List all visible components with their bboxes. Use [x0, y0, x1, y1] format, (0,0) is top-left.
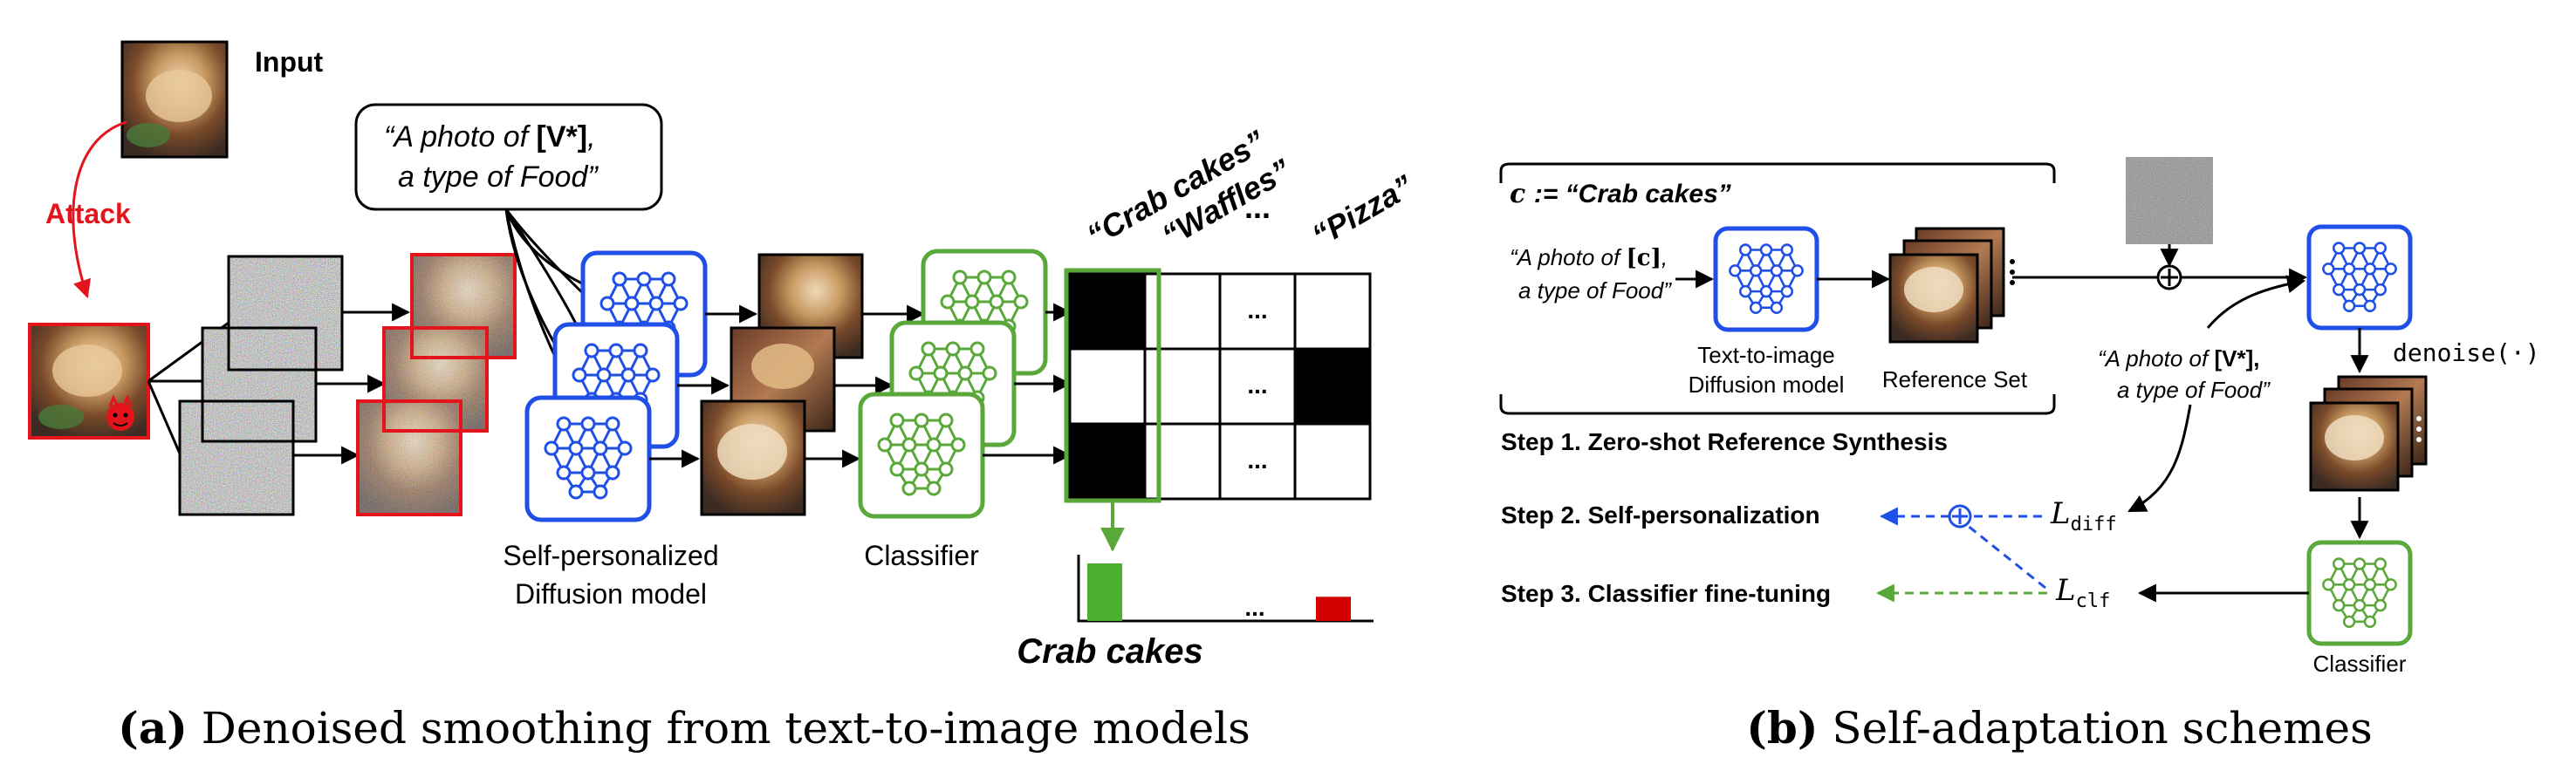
attack-label: Attack — [45, 198, 131, 229]
prompt-b2-token: [V*] — [2214, 345, 2253, 372]
reference-set-label: Reference Set — [1882, 366, 2028, 392]
vote-cell — [1143, 422, 1222, 501]
svg-text:Ldiff: Ldiff — [2050, 496, 2117, 535]
vote-cell — [1293, 347, 1372, 426]
input-image — [120, 40, 229, 159]
attacked-image — [28, 323, 150, 440]
classifier-b — [2306, 540, 2413, 646]
loss-diff-symbol: L — [2050, 496, 2071, 531]
column-header: ... — [1244, 189, 1271, 225]
step1-bottom-bracket — [1499, 394, 2056, 415]
input-label: Input — [255, 46, 324, 78]
prompt-a-line2: a type of Food” — [398, 160, 599, 194]
denoise-label: denoise(·) — [2393, 338, 2540, 367]
vote-histogram: ... — [1077, 555, 1374, 623]
caption-a-text: Denoised smoothing from text-to-image mo… — [188, 703, 1250, 754]
column-header: “Pizza” — [1306, 167, 1420, 254]
caption-b-label: (b) — [1746, 702, 1818, 754]
svg-text:“A photo of [V*],: “A photo of [V*], — [2098, 345, 2259, 372]
denoise-arrows — [649, 304, 758, 468]
devil-icon — [106, 403, 134, 431]
svg-text:“A photo of [c],: “A photo of [c], — [1510, 244, 1668, 271]
prompt-b1-line1: “A photo of — [1510, 244, 1626, 270]
noisy-images — [356, 253, 517, 516]
histogram-bar — [1087, 563, 1122, 621]
reference-set — [1888, 227, 2015, 344]
vote-cell-ellipsis: ... — [1247, 297, 1267, 324]
prompt-a-line1-end: , — [587, 120, 595, 153]
vote-cell — [1218, 422, 1297, 501]
prompt-bubble-a: “A photo of [V*], a type of Food” — [354, 103, 663, 211]
vote-cell — [1068, 422, 1147, 501]
svg-text:c := “Crab cakes”: c := “Crab cakes” — [1510, 179, 1731, 209]
svg-text:Lclf: Lclf — [2055, 573, 2110, 612]
panel-a: Input Attack — [28, 40, 1420, 754]
svg-text:(b) Self-adaptation schemes: (b) Self-adaptation schemes — [1746, 702, 2373, 754]
c-symbol: c — [1510, 179, 1525, 209]
t2i-label-1: Text-to-image — [1697, 342, 1835, 368]
c-assign: := “Crab cakes” — [1534, 180, 1731, 208]
vote-cell-ellipsis: ... — [1247, 447, 1267, 474]
column-headers: “Crab cakes”“Waffles”...“Pizza” — [1081, 123, 1420, 254]
histogram-ellipsis: ... — [1244, 594, 1264, 621]
step1-top-bracket — [1499, 162, 2056, 183]
denoised-stack-b — [2309, 375, 2428, 492]
prompt-b2-line1: “A photo of — [2098, 345, 2214, 372]
prompt-b1-token: [c] — [1626, 245, 1661, 271]
loss-clf-symbol: L — [2055, 573, 2076, 608]
add-noise-icon — [2156, 264, 2182, 290]
diffusion-model-stack — [524, 250, 708, 522]
histogram-bar — [1316, 597, 1351, 621]
loss-clf-sub: clf — [2076, 590, 2111, 612]
diffusion-label-2: Diffusion model — [515, 578, 707, 610]
classifier-stack-a — [858, 249, 1048, 519]
sum-icon — [1948, 504, 1972, 529]
caption-a-label: (a) — [118, 702, 188, 754]
denoised-images — [700, 253, 864, 516]
diffusion-label-1: Self-personalized — [503, 540, 718, 571]
prompt-a-line1: “A photo of — [384, 120, 537, 153]
prompt-a-token: [V*] — [537, 120, 588, 153]
prompt-b1-line2: a type of Food” — [1518, 277, 1672, 304]
vote-cell-ellipsis: ... — [1247, 372, 1267, 399]
vote-cell — [1293, 422, 1372, 501]
t2i-label-2: Diffusion model — [1689, 372, 1845, 398]
step2-label: Step 2. Self-personalization — [1501, 501, 1820, 529]
vote-cell — [1068, 347, 1147, 426]
personalized-diffusion-model — [2306, 224, 2413, 331]
noise-sample-b — [2126, 157, 2213, 244]
vote-cell — [1293, 272, 1372, 351]
panel-b: c := “Crab cakes” “A photo of [c], a typ… — [1499, 157, 2540, 754]
vote-cell — [1143, 272, 1222, 351]
svg-text:“A photo of [V*],: “A photo of [V*], — [384, 120, 596, 153]
prompt-b2-line2: a type of Food” — [2117, 377, 2271, 403]
attack-arrow — [72, 120, 127, 298]
histogram-axis — [1077, 555, 1374, 623]
svg-text:(a) Denoised smoothing from te: (a) Denoised smoothing from text-to-imag… — [118, 702, 1250, 754]
prediction-label: Crab cakes — [1017, 632, 1202, 671]
vote-cell — [1143, 347, 1222, 426]
classifier-label-a: Classifier — [864, 540, 979, 571]
step1-label: Step 1. Zero-shot Reference Synthesis — [1501, 428, 1948, 455]
caption-b-text: Self-adaptation schemes — [1819, 703, 2373, 754]
step3-label: Step 3. Classifier fine-tuning — [1501, 580, 1831, 607]
classify-arrows — [805, 304, 926, 468]
prompt-b1-line1-end: , — [1661, 244, 1668, 270]
vote-cell — [1218, 347, 1297, 426]
noise-arrows — [293, 303, 411, 465]
noise-stack — [178, 255, 344, 516]
prompt-b2-line1-end: , — [2253, 345, 2259, 372]
t2i-diffusion-model — [1713, 226, 1819, 332]
vote-cell — [1068, 272, 1147, 351]
loss-diff-sub: diff — [2071, 514, 2117, 535]
classifier-label-b: Classifier — [2313, 651, 2407, 677]
vote-grid: ......... — [1068, 272, 1372, 501]
